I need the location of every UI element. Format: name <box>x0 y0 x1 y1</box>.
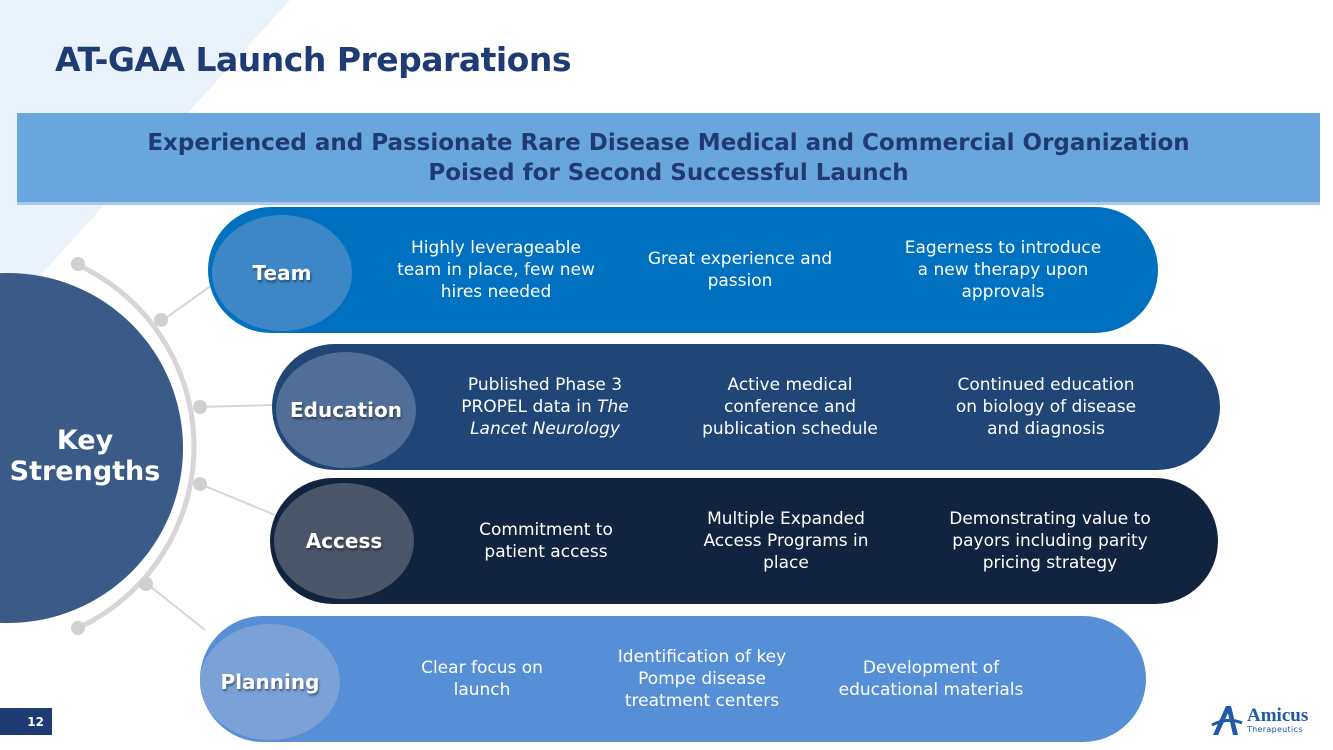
logo-name: Amicus <box>1247 705 1309 726</box>
point-line: hires needed <box>440 282 552 302</box>
pillar-planning-label: Planning <box>200 624 340 740</box>
point-line: Identification of key <box>617 647 787 667</box>
banner: Experienced and Passionate Rare Disease … <box>17 113 1320 205</box>
point-line: Published Phase 3 <box>467 375 623 395</box>
pillar-planning <box>200 616 1146 742</box>
point-line: Access Programs in <box>703 531 869 551</box>
point-line: on biology of disease <box>955 397 1137 417</box>
point-line: pricing strategy <box>982 553 1118 573</box>
pillar-team <box>208 207 1158 333</box>
company-logo: Amicus Therapeutics <box>1210 703 1325 737</box>
key-strengths-line-2: Strengths <box>9 456 161 487</box>
point-line: Continued education <box>957 375 1135 395</box>
page-number: 12 <box>0 708 52 735</box>
point-line: Active medical <box>727 375 853 395</box>
point-line: launch <box>453 680 511 700</box>
point-line: educational materials <box>838 680 1024 700</box>
point-line: conference and <box>723 397 856 417</box>
banner-line-2: Poised for Second Successful Launch <box>428 159 909 186</box>
point-line: patient access <box>484 542 608 562</box>
point-line: Great experience and <box>647 249 833 269</box>
point-line: a new therapy upon <box>917 260 1089 280</box>
point-line: Pompe disease <box>638 669 766 689</box>
point-line: Demonstrating value to <box>949 509 1151 529</box>
point-line: Highly leverageable <box>410 238 581 258</box>
point-line: passion <box>707 271 773 291</box>
slide-title: AT-GAA Launch Preparations <box>55 40 571 79</box>
point-line: approvals <box>961 282 1045 302</box>
point-line: PROPEL data in The <box>461 397 629 417</box>
amicus-logo-icon <box>1211 706 1243 735</box>
key-strengths-label: Key Strengths <box>0 425 170 487</box>
logo-subtitle: Therapeutics <box>1247 725 1303 734</box>
pillar-education-label: Education <box>276 352 416 468</box>
banner-line-1: Experienced and Passionate Rare Disease … <box>147 129 1190 156</box>
point-line: treatment centers <box>624 691 780 711</box>
pillar-education <box>272 344 1220 470</box>
point-line: Multiple Expanded <box>707 509 865 529</box>
point-line: Development of <box>862 658 1000 678</box>
point-line: publication schedule <box>702 419 878 439</box>
key-strengths-circle <box>0 273 183 623</box>
pillar-team-label: Team <box>212 215 352 331</box>
point-line: Clear focus on <box>421 658 543 678</box>
key-strengths-line-1: Key <box>56 425 114 456</box>
point-line: team in place, few new <box>397 260 595 280</box>
point-line: Commitment to <box>479 520 613 540</box>
point-line: Lancet Neurology <box>470 419 620 439</box>
point-line: payors including parity <box>952 531 1148 551</box>
pillar-access-label: Access <box>274 483 414 599</box>
point-line: place <box>763 553 809 573</box>
pillar-access <box>270 478 1218 604</box>
point-line: Eagerness to introduce <box>904 238 1102 258</box>
point-line: and diagnosis <box>987 419 1105 439</box>
